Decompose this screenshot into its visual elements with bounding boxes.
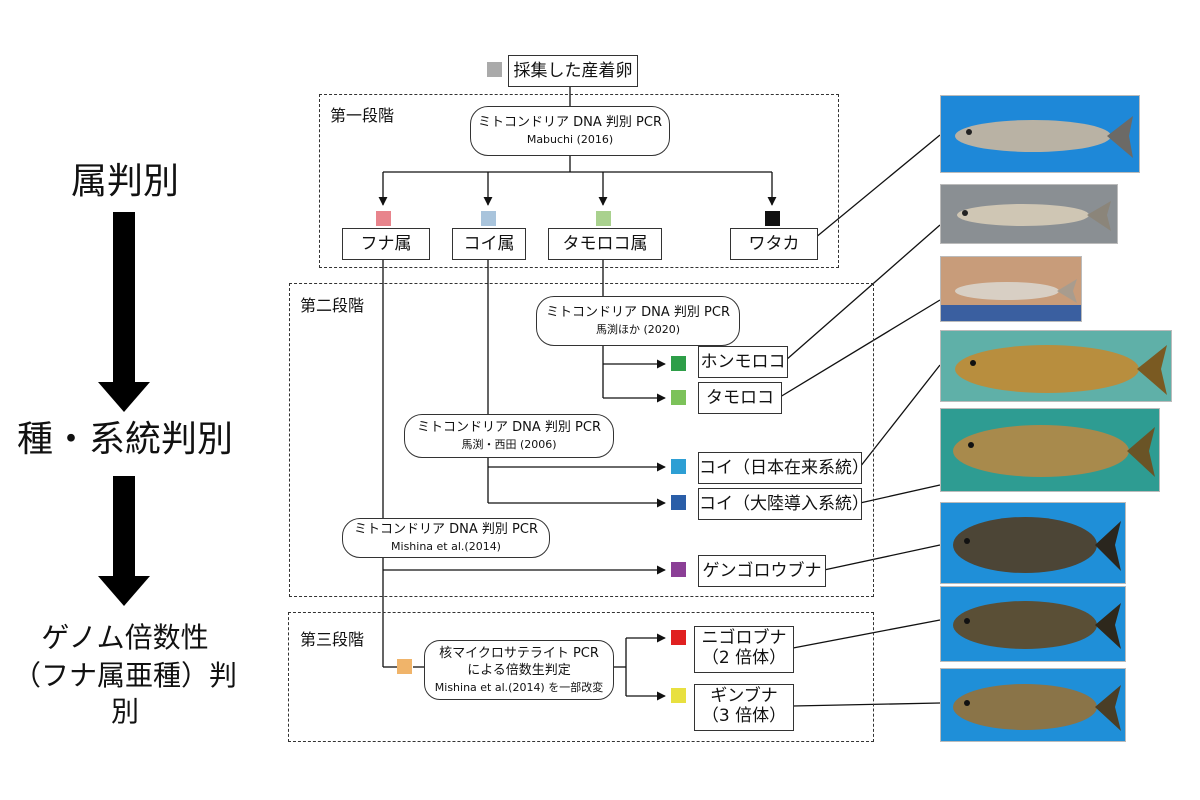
color-square-honmoroko: [671, 356, 686, 371]
stage2-tamoroko-test-line1: ミトコンドリア DNA 判別 PCR: [546, 305, 730, 320]
stage2-title: 第二段階: [300, 296, 365, 315]
fish-photo-koi-continental: [940, 408, 1160, 492]
color-square-koi-native: [671, 459, 686, 474]
fish-photo-wataka: [940, 95, 1140, 173]
stage-genome-label-1: ゲノム倍数性: [41, 621, 209, 654]
result-nigorobuna: ニゴロブナ （2 倍体）: [694, 626, 794, 673]
stage3-test-pill: 核マイクロサテライト PCR による倍数生判定 Mishina et al.(2…: [424, 640, 614, 700]
color-square-sample: [487, 62, 502, 77]
stage3-test-line3: Mishina et al.(2014) を一部改変: [434, 680, 604, 694]
stage1-test-line1: ミトコンドリア DNA 判別 PCR: [478, 115, 662, 130]
color-square-ginbuna: [671, 688, 686, 703]
stage1-title: 第一段階: [330, 106, 395, 125]
result-koi-continental: コイ（大陸導入系統）: [698, 488, 869, 520]
fish-photo-gengorobuna: [940, 502, 1126, 584]
stage1-test-pill: ミトコンドリア DNA 判別 PCR Mabuchi (2016): [470, 106, 670, 156]
genus-funa-node: フナ属: [342, 228, 430, 260]
color-square-tamoroko-genus: [596, 211, 611, 226]
stage1-test-line2: Mabuchi (2016): [526, 133, 614, 146]
color-square-gengorobuna: [671, 562, 686, 577]
fish-photo-nigorobuna: [940, 586, 1126, 662]
result-ginbuna: ギンブナ （3 倍体）: [694, 684, 794, 731]
stage2-funa-test-line1: ミトコンドリア DNA 判別 PCR: [354, 522, 538, 537]
color-square-koi-continental: [671, 495, 686, 510]
stage-species-label: 種・系統判別: [16, 419, 233, 460]
stage3-test-line1: 核マイクロサテライト PCR: [439, 645, 599, 661]
result-ginbuna-line1: ギンブナ: [710, 686, 778, 706]
result-nigorobuna-line2: （2 倍体）: [701, 648, 787, 668]
sample-eggs-node: 採集した産着卵: [508, 55, 638, 87]
stage1-box: [319, 94, 839, 268]
down-arrow-2: [98, 476, 150, 606]
stage2-tamoroko-test-pill: ミトコンドリア DNA 判別 PCR 馬渕ほか (2020): [536, 296, 740, 346]
color-square-nigorobuna: [671, 630, 686, 645]
stage2-box: [289, 283, 874, 597]
result-honmoroko: ホンモロコ: [698, 346, 788, 378]
genus-wataka-node: ワタカ: [730, 228, 818, 260]
fish-photo-koi-native: [940, 330, 1172, 402]
color-square-tamoroko: [671, 390, 686, 405]
result-ginbuna-line2: （3 倍体）: [701, 706, 787, 726]
fish-photo-ginbuna: [940, 668, 1126, 742]
result-tamoroko: タモロコ: [698, 382, 782, 414]
stage2-koi-test-line1: ミトコンドリア DNA 判別 PCR: [417, 420, 601, 435]
stage-genome-label-2: （フナ属亜種）判別: [12, 659, 237, 728]
fish-photo-tamoroko: [940, 256, 1082, 322]
fish-photo-honmoroko: [940, 184, 1118, 244]
down-arrow-1: [98, 212, 150, 412]
stage2-koi-test-line2: 馬渕・西田 (2006): [461, 438, 557, 451]
result-gengorobuna: ゲンゴロウブナ: [698, 555, 826, 587]
stage2-funa-test-line2: Mishina et al.(2014): [391, 540, 501, 553]
stage-genus-label: 属判別: [70, 161, 179, 202]
stage2-funa-test-pill: ミトコンドリア DNA 判別 PCR Mishina et al.(2014): [342, 518, 550, 558]
stage2-koi-test-pill: ミトコンドリア DNA 判別 PCR 馬渕・西田 (2006): [404, 414, 614, 458]
stage3-box: [288, 612, 874, 742]
color-square-koi-genus: [481, 211, 496, 226]
stage2-tamoroko-test-line2: 馬渕ほか (2020): [595, 323, 681, 336]
stage3-test-line2: による倍数生判定: [467, 662, 571, 678]
genus-tamoroko-node: タモロコ属: [548, 228, 662, 260]
stage3-title: 第三段階: [300, 630, 365, 649]
result-nigorobuna-line1: ニゴロブナ: [701, 628, 787, 648]
color-square-funa-genus: [376, 211, 391, 226]
genus-koi-node: コイ属: [452, 228, 526, 260]
color-square-wataka: [765, 211, 780, 226]
color-square-funa-input: [397, 659, 412, 674]
result-koi-native: コイ（日本在来系統）: [698, 452, 869, 484]
